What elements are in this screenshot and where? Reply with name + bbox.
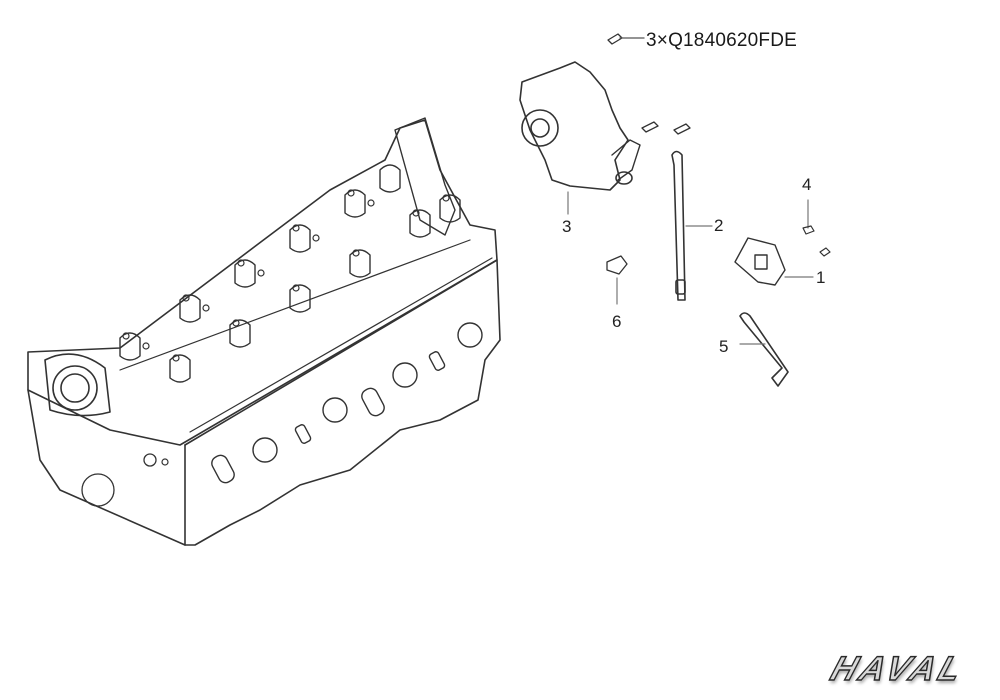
callout-2: 2 — [714, 216, 724, 235]
solenoid-valve-illustration — [734, 237, 814, 286]
callout-1: 1 — [816, 268, 826, 287]
hose-long-illustration — [671, 150, 713, 301]
clip-illustration — [606, 255, 628, 305]
cylinder-head-illustration — [27, 117, 501, 546]
callout-4: 4 — [802, 175, 812, 194]
haval-logo: HAVAL — [825, 649, 971, 689]
bolt-illustrations — [607, 33, 691, 135]
callout-6: 6 — [612, 312, 622, 331]
callout-5: 5 — [719, 337, 729, 356]
callout-3: 3 — [562, 217, 572, 236]
small-bolts-illustration — [802, 199, 831, 257]
vacuum-pump-illustration — [519, 61, 641, 215]
fastener-spec-note: 3×Q1840620FDE — [646, 30, 798, 51]
hose-short-illustration — [739, 312, 789, 387]
